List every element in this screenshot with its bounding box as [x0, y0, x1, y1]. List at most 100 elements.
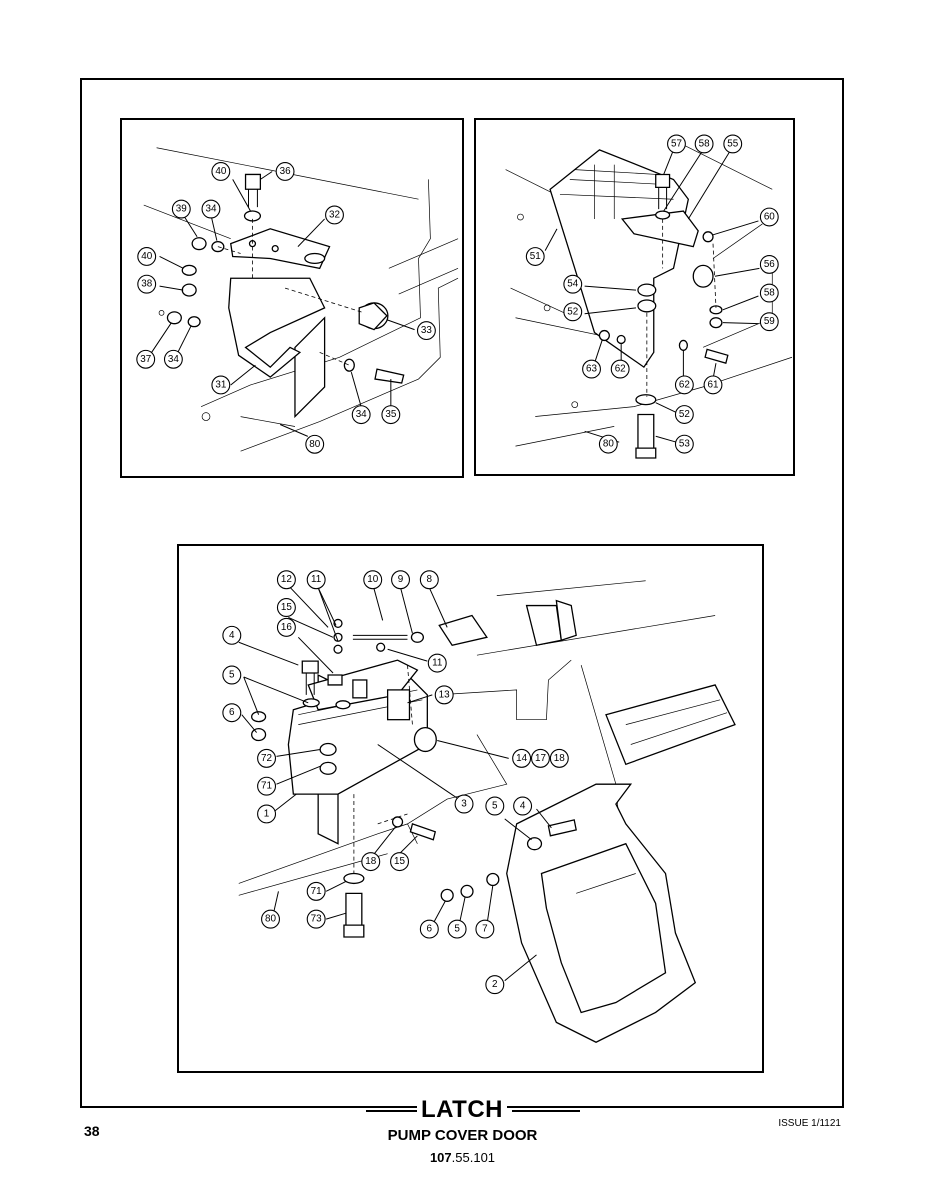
title-row: LATCH	[80, 1096, 844, 1126]
callout-62: 62	[610, 359, 630, 379]
callout-34c: 34	[351, 405, 371, 425]
callout-2: 2	[485, 975, 505, 995]
svg-text:9: 9	[398, 574, 404, 585]
svg-text:37: 37	[140, 354, 151, 365]
svg-text:16: 16	[281, 622, 293, 633]
callout-3: 3	[454, 794, 474, 814]
svg-text:71: 71	[311, 886, 323, 897]
svg-text:8: 8	[427, 574, 433, 585]
callout-58b: 58	[759, 283, 779, 303]
callout-73: 73	[306, 909, 326, 929]
diagram-panel-top-left: 36 40 39 34 32 40 38 33 37 34 31 34 35 8…	[120, 118, 464, 478]
callout-52b: 52	[674, 405, 694, 424]
callout-34: 34	[201, 199, 221, 219]
svg-text:11: 11	[311, 574, 322, 585]
callout-1: 1	[257, 804, 277, 824]
pump-cover-door-latch-diagram: 12 11 10 9 8 15 4 16 11 5 13 6 72 14 17 …	[222, 570, 736, 1043]
latch-bracket-diagram: 36 40 39 34 32 40 38 33 37 34 31 34 35 8…	[136, 147, 459, 454]
svg-text:80: 80	[603, 439, 614, 450]
callout-55: 55	[723, 134, 743, 154]
callout-61: 61	[703, 375, 723, 395]
callout-6: 6	[222, 703, 242, 723]
callout-11: 11	[306, 570, 326, 590]
callout-57: 57	[667, 134, 686, 154]
svg-text:13: 13	[439, 689, 451, 700]
svg-text:63: 63	[586, 364, 597, 375]
callout-60: 60	[759, 207, 779, 227]
callout-4b: 4	[513, 796, 533, 816]
svg-text:18: 18	[554, 753, 566, 764]
callout-53: 53	[674, 434, 694, 454]
diagram-panel-top-right: 57 58 55 60 51 56 54 58 52 59 63 62 62 6…	[474, 118, 795, 476]
callout-37: 37	[136, 349, 156, 369]
svg-text:34: 34	[205, 204, 216, 215]
callout-51: 51	[525, 247, 545, 266]
callout-80: 80	[261, 909, 281, 929]
callout-39: 39	[171, 199, 191, 219]
callout-16: 16	[276, 617, 296, 637]
callout-5c: 5	[447, 919, 467, 939]
title-rule-right	[512, 1110, 580, 1112]
svg-text:58: 58	[764, 288, 775, 299]
svg-text:34: 34	[168, 354, 179, 365]
callout-71b: 71	[306, 881, 326, 901]
callout-5: 5	[222, 665, 242, 685]
callout-38: 38	[137, 274, 157, 294]
callout-36: 36	[275, 162, 295, 181]
callout-52: 52	[563, 302, 583, 322]
svg-text:39: 39	[176, 204, 187, 215]
callout-80: 80	[305, 434, 325, 454]
callout-40b: 40	[137, 247, 157, 266]
svg-text:18: 18	[365, 856, 377, 867]
svg-text:52: 52	[679, 409, 690, 420]
svg-text:15: 15	[394, 856, 406, 867]
callout-32: 32	[325, 205, 344, 225]
callout-15b: 15	[390, 852, 410, 872]
svg-text:62: 62	[615, 364, 626, 375]
svg-text:12: 12	[281, 574, 293, 585]
callout-35: 35	[381, 405, 401, 425]
svg-text:36: 36	[280, 166, 291, 177]
svg-text:38: 38	[141, 279, 152, 290]
svg-text:34: 34	[356, 409, 367, 420]
svg-text:1: 1	[264, 808, 270, 819]
svg-text:31: 31	[215, 379, 226, 390]
diagram-panel-bottom: 12 11 10 9 8 15 4 16 11 5 13 6 72 14 17 …	[177, 544, 764, 1073]
svg-text:52: 52	[567, 306, 578, 317]
svg-text:59: 59	[764, 316, 775, 327]
svg-text:6: 6	[229, 707, 235, 718]
callout-63: 63	[582, 359, 601, 379]
svg-text:62: 62	[679, 379, 690, 390]
svg-text:57: 57	[671, 138, 682, 149]
callout-13: 13	[434, 685, 454, 705]
title-rule-left	[366, 1110, 418, 1112]
callout-31: 31	[211, 375, 231, 395]
svg-text:40: 40	[141, 251, 152, 262]
svg-text:3: 3	[461, 799, 467, 810]
svg-text:5: 5	[454, 924, 460, 935]
svg-text:5: 5	[229, 670, 235, 681]
callout-56: 56	[759, 254, 779, 274]
callout-54: 54	[563, 274, 583, 294]
svg-text:14: 14	[516, 753, 528, 764]
callout-18b: 18	[361, 852, 381, 872]
callout-40: 40	[211, 162, 231, 181]
callout-11b: 11	[427, 653, 447, 673]
callout-6b: 6	[419, 919, 439, 939]
svg-text:15: 15	[281, 602, 293, 613]
callout-8: 8	[419, 570, 439, 590]
callout-72: 72	[257, 748, 277, 768]
callout-62b: 62	[674, 375, 694, 395]
svg-text:53: 53	[679, 439, 690, 450]
svg-text:61: 61	[708, 379, 719, 390]
svg-text:4: 4	[520, 801, 526, 812]
svg-text:17: 17	[535, 753, 547, 764]
issue-label: ISSUE 1/1121	[778, 1118, 841, 1129]
svg-text:54: 54	[567, 279, 578, 290]
svg-text:71: 71	[261, 781, 273, 792]
svg-text:5: 5	[492, 801, 498, 812]
svg-text:80: 80	[309, 439, 320, 450]
svg-text:51: 51	[530, 251, 541, 262]
callout-4: 4	[222, 625, 242, 645]
svg-text:80: 80	[265, 914, 277, 925]
